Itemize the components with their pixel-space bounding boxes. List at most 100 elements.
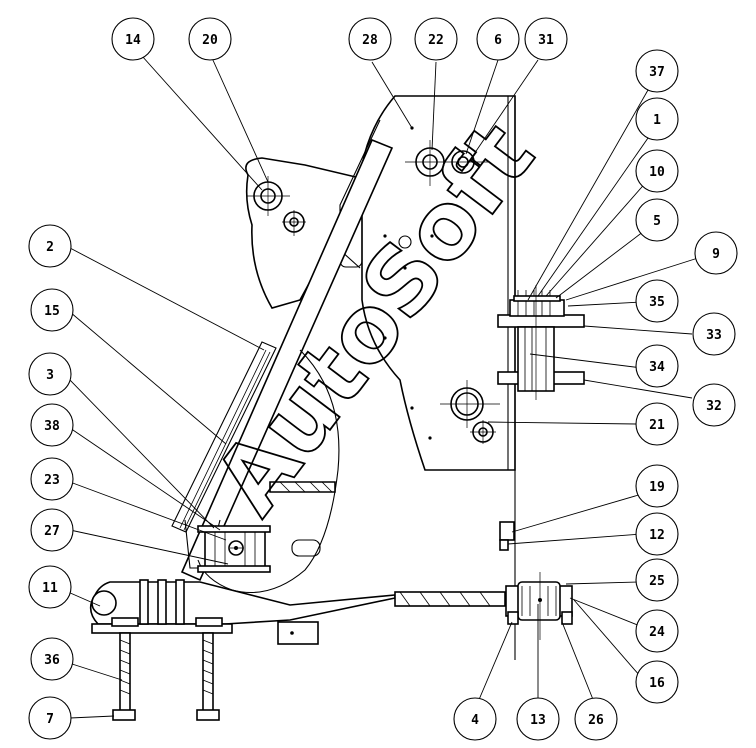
callout-26: 26 xyxy=(574,697,618,741)
callout-number: 6 xyxy=(494,33,502,48)
callout-number: 23 xyxy=(44,473,60,488)
callout-bubble xyxy=(28,224,72,268)
leader-4 xyxy=(477,621,513,703)
callout-number: 37 xyxy=(649,65,665,80)
callout-number: 35 xyxy=(649,295,665,310)
frame-assembly xyxy=(89,95,585,721)
leader-26 xyxy=(561,621,595,703)
mount-washer xyxy=(513,295,561,302)
callout-bubble xyxy=(635,512,679,556)
mid-crossbar-hatch xyxy=(279,481,333,493)
leader-23 xyxy=(69,481,227,541)
callout-number: 10 xyxy=(649,165,665,180)
lower-long-beam-hatch xyxy=(399,591,491,607)
mount-sleeve-hatch xyxy=(524,327,547,391)
bearing-collar-left xyxy=(507,611,519,625)
callout-bubble xyxy=(414,17,458,61)
leader-5 xyxy=(555,227,649,299)
leader-35 xyxy=(567,301,643,307)
leader-7 xyxy=(69,715,115,719)
callout-bubble xyxy=(635,49,679,93)
callout-bubble xyxy=(30,288,74,332)
callout-34: 34 xyxy=(635,344,679,388)
callout-23: 23 xyxy=(30,457,74,501)
callout-11: 11 xyxy=(28,565,72,609)
leader-12 xyxy=(507,533,643,545)
cylinder-housing xyxy=(197,349,340,593)
callout-bubble xyxy=(476,17,520,61)
callout-bubble xyxy=(635,97,679,141)
callout-9: 9 xyxy=(694,231,738,275)
callout-bubble xyxy=(30,508,74,552)
anchor-bolt-right-thread xyxy=(202,639,214,695)
leader-32 xyxy=(583,379,693,399)
callout-24: 24 xyxy=(635,609,679,653)
callout-20: 20 xyxy=(188,17,232,61)
callout-number: 4 xyxy=(471,713,479,728)
callout-bubble xyxy=(692,312,736,356)
callout-number: 16 xyxy=(649,676,665,691)
callout-number: 28 xyxy=(362,33,378,48)
plate-hole xyxy=(403,266,407,270)
leader-31 xyxy=(469,59,539,161)
callout-27: 27 xyxy=(30,508,74,552)
leader-6 xyxy=(465,59,499,155)
callout-bubble xyxy=(516,697,560,741)
plate-hole xyxy=(410,406,414,410)
leader-14 xyxy=(141,55,263,191)
mid-crossbar xyxy=(269,481,336,493)
leader-3 xyxy=(67,377,215,529)
plate-hole xyxy=(383,234,387,238)
callout-bubble xyxy=(28,352,72,396)
callout-number: 13 xyxy=(530,713,546,728)
callout-bubble xyxy=(694,231,738,275)
callout-19: 19 xyxy=(635,464,679,508)
clevis-pin-plate-top xyxy=(197,525,271,533)
callout-4: 4 xyxy=(453,697,497,741)
callout-number: 27 xyxy=(44,524,60,539)
callout-1: 1 xyxy=(635,97,679,141)
callout-37: 37 xyxy=(635,49,679,93)
callout-number: 22 xyxy=(428,33,444,48)
nut-right-bottom xyxy=(196,709,220,721)
leader-37 xyxy=(527,89,649,301)
nut-right-top xyxy=(195,617,223,627)
gusset-2 xyxy=(157,579,167,625)
plate-hole xyxy=(430,234,434,238)
cylinder-slot xyxy=(291,539,321,557)
callout-number: 33 xyxy=(706,328,722,343)
callout-number: 9 xyxy=(712,247,720,262)
callout-33: 33 xyxy=(692,312,736,356)
callout-5: 5 xyxy=(635,198,679,242)
plate-hole xyxy=(428,436,432,440)
leader-27 xyxy=(69,529,229,565)
leader-10 xyxy=(545,179,649,297)
leader-lines xyxy=(67,55,699,719)
boom-guide-rail-inner xyxy=(179,349,271,531)
leader-15 xyxy=(69,311,227,445)
callout-number: 32 xyxy=(706,399,722,414)
leader-24 xyxy=(569,597,641,627)
callout-bubble xyxy=(574,697,618,741)
plate-hole xyxy=(383,336,387,340)
callout-bubble xyxy=(692,383,736,427)
leader-38 xyxy=(69,427,221,531)
callout-number: 20 xyxy=(202,33,218,48)
callout-number: 36 xyxy=(44,653,60,668)
leader-9 xyxy=(565,257,699,301)
callout-number: 34 xyxy=(649,360,665,375)
leader-34 xyxy=(529,353,643,369)
latch-pin xyxy=(499,539,509,551)
leader-22 xyxy=(431,61,437,151)
center-axes xyxy=(230,140,541,640)
callout-35: 35 xyxy=(635,279,679,323)
callout-bubble xyxy=(635,402,679,446)
mount-cap-bolts xyxy=(517,290,551,316)
callout-bubble xyxy=(30,457,74,501)
callout-bubble xyxy=(28,565,72,609)
callout-7: 7 xyxy=(28,696,72,740)
callout-number: 11 xyxy=(42,581,58,596)
nut-left-bottom xyxy=(112,709,136,721)
latch-block xyxy=(499,521,515,541)
